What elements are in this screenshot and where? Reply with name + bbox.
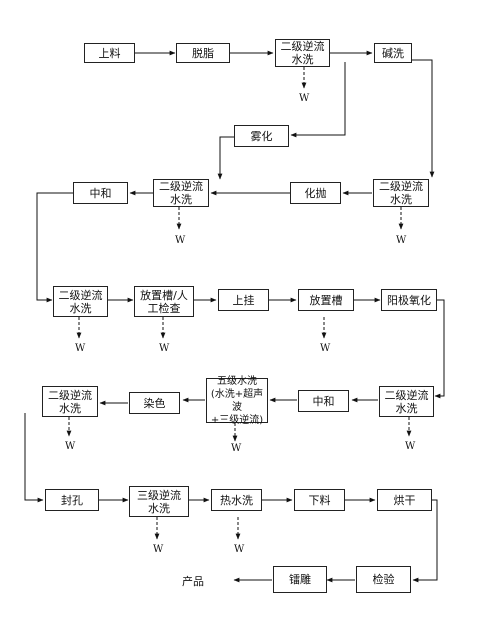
waste-label-11: W bbox=[234, 544, 245, 555]
step-product: 产品 bbox=[182, 575, 204, 588]
waste-label-1: W bbox=[299, 93, 310, 104]
step-rinse-2stage-a: 二级逆流 水洗 bbox=[275, 39, 330, 67]
step-anodize: 阳极氧化 bbox=[381, 289, 437, 311]
step-rinse-2stage-d: 二级逆流 水洗 bbox=[53, 286, 108, 317]
step-hot-rinse: 热水洗 bbox=[211, 489, 262, 511]
step-rinse-2stage-e: 二级逆流 水洗 bbox=[379, 386, 434, 417]
step-rinse-2stage-b: 二级逆流 水洗 bbox=[153, 179, 209, 207]
step-neutralize-a: 中和 bbox=[73, 182, 128, 204]
arrow-dry-inspect bbox=[412, 499, 438, 583]
step-rinse-5stage: 五级水洗 (水洗+超声波 +三级逆流) bbox=[206, 376, 268, 426]
step-tank-inspect: 放置槽/人 工检查 bbox=[134, 286, 194, 317]
waste-label-6: W bbox=[320, 343, 331, 354]
step-carve: 镭雕 bbox=[273, 566, 327, 593]
waste-label-8: W bbox=[231, 443, 242, 454]
step-seal: 封孔 bbox=[45, 489, 99, 511]
step-rinse-3stage: 三级逆流 水洗 bbox=[129, 486, 189, 517]
waste-label-10: W bbox=[153, 544, 164, 555]
arrow-mist-rinse-b bbox=[217, 136, 234, 180]
arrow-alkali-rinse-c bbox=[412, 59, 435, 178]
step-neutralize-b: 中和 bbox=[298, 390, 349, 412]
waste-label-7: W bbox=[65, 441, 76, 452]
step-rinse-2stage-f: 二级逆流 水洗 bbox=[42, 386, 98, 417]
step-mist: 雾化 bbox=[234, 125, 289, 147]
waste-label-5: W bbox=[159, 343, 170, 354]
step-dry: 烘干 bbox=[377, 489, 432, 511]
step-alkali-wash: 碱洗 bbox=[374, 43, 412, 63]
waste-label-3: W bbox=[396, 235, 407, 246]
waste-label-2: W bbox=[175, 235, 186, 246]
step-unloading: 下料 bbox=[294, 489, 345, 511]
step-loading: 上料 bbox=[84, 43, 135, 63]
step-degrease: 脱脂 bbox=[176, 43, 230, 63]
waste-label-4: W bbox=[75, 343, 86, 354]
arrow-anodize-rinse-e bbox=[434, 299, 445, 399]
arrow-neutralize-rinse-d bbox=[36, 192, 73, 303]
waste-label-9: W bbox=[405, 441, 416, 452]
step-dye: 染色 bbox=[129, 392, 180, 414]
step-rinse-2stage-c: 二级逆流 水洗 bbox=[373, 179, 429, 207]
step-hang: 上挂 bbox=[218, 289, 269, 311]
step-tank: 放置槽 bbox=[298, 289, 354, 311]
step-chem-polish: 化抛 bbox=[290, 182, 341, 204]
step-inspect: 检验 bbox=[356, 566, 411, 593]
arrow-rinse-a-mist bbox=[290, 62, 346, 138]
arrow-rinse-f-seal bbox=[24, 413, 44, 503]
